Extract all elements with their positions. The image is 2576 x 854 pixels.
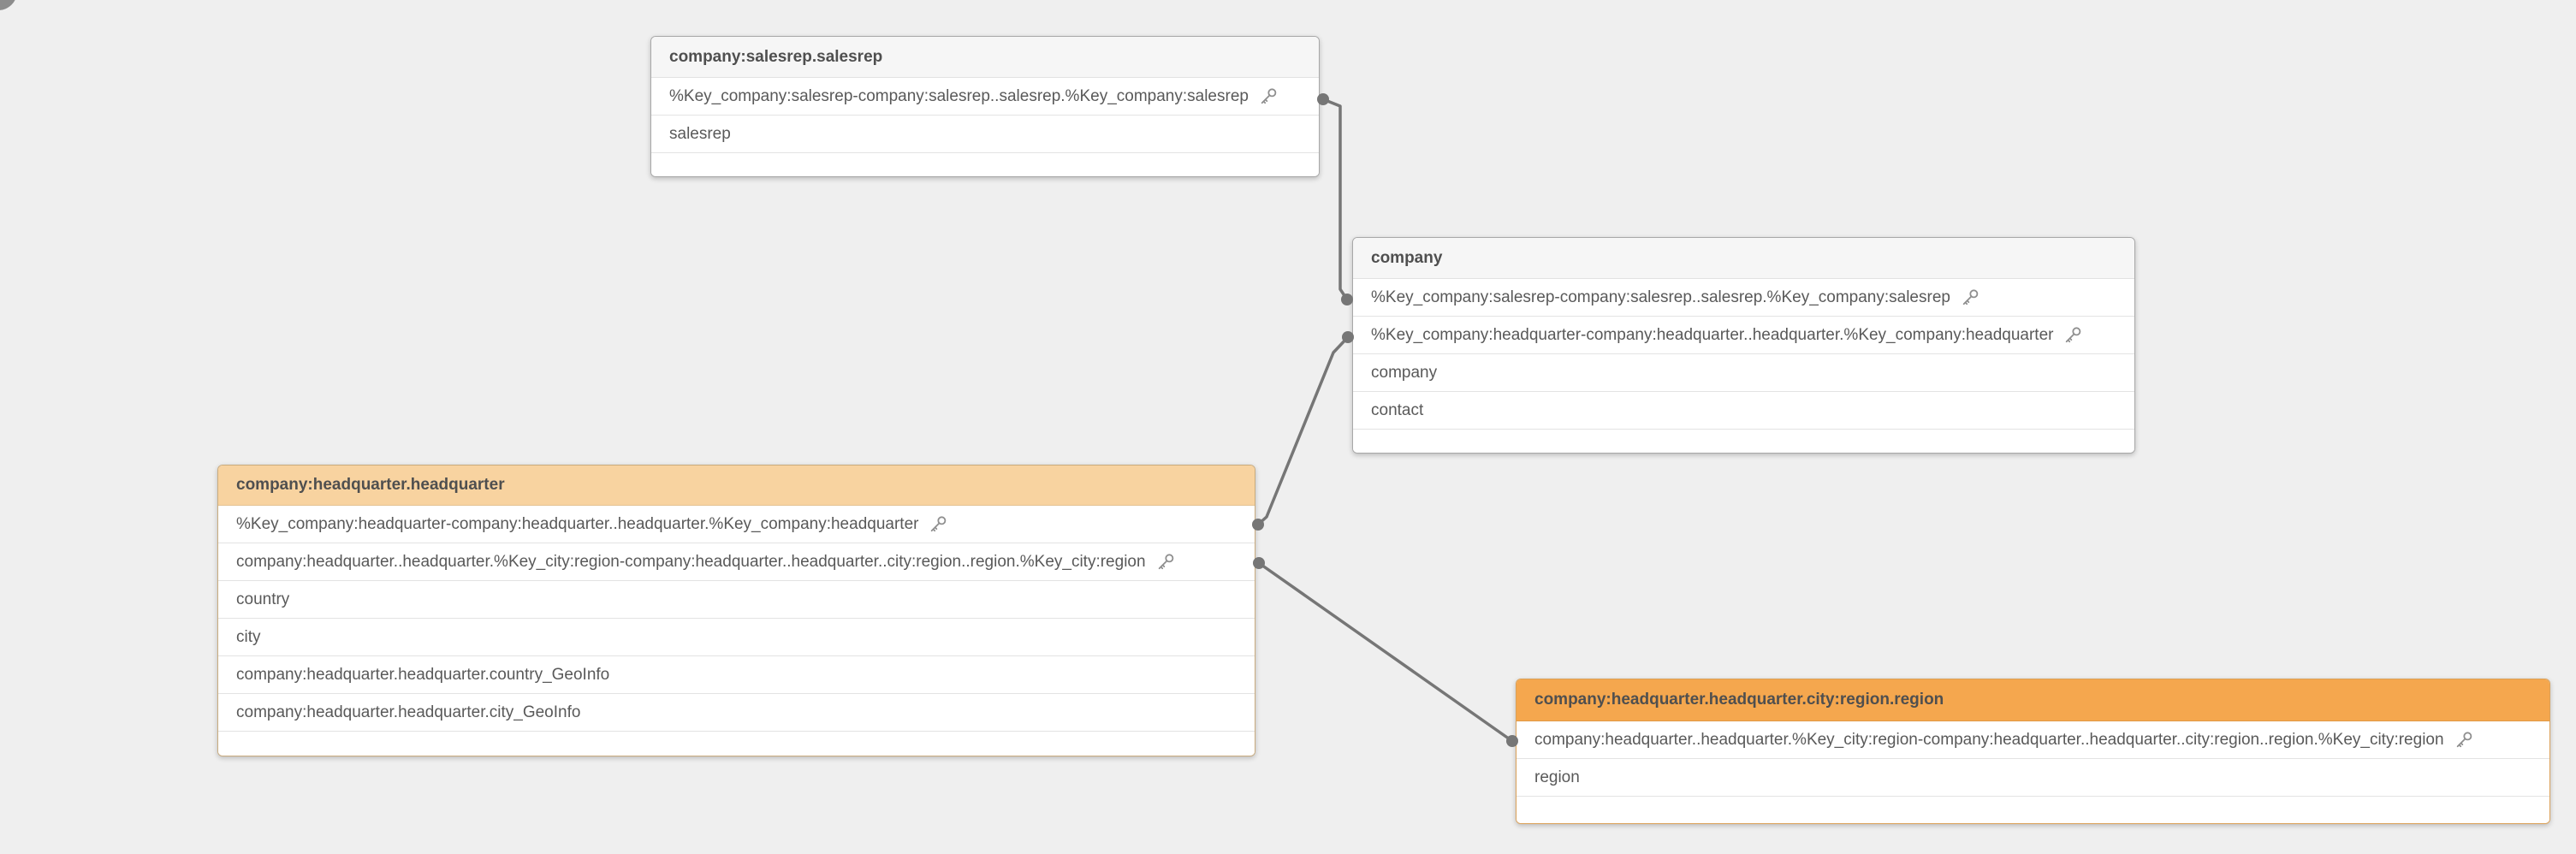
table-region[interactable]: company:headquarter.headquarter.city:reg… <box>1516 679 2550 824</box>
key-field-name: %Key_company:headquarter-company:headqua… <box>1371 325 2054 344</box>
field-name: contact <box>1371 400 1424 419</box>
field-name: city <box>236 627 261 646</box>
table-title: company:headquarter.headquarter <box>236 476 505 494</box>
table-title: company:headquarter.headquarter.city:reg… <box>1534 691 1944 709</box>
field-row[interactable]: company:headquarter..headquarter.%Key_ci… <box>218 543 1255 581</box>
table-salesrep[interactable]: company:salesrep.salesrep %Key_company:sa… <box>650 36 1320 177</box>
field-row[interactable]: %Key_company:headquarter-company:headqua… <box>1353 317 2134 354</box>
field-row[interactable]: company:headquarter.headquarter.city_Geo… <box>218 694 1255 732</box>
field-row[interactable]: region <box>1517 759 2549 797</box>
table-title: company:salesrep.salesrep <box>669 47 883 66</box>
field-row[interactable]: company <box>1353 354 2134 392</box>
key-icon <box>931 515 947 531</box>
table-footer-blank <box>1517 797 2549 823</box>
table-headquarter[interactable]: company:headquarter.headquarter %Key_comp… <box>217 465 1255 756</box>
table-footer-blank <box>218 732 1255 756</box>
table-footer-blank <box>1353 430 2134 453</box>
key-icon <box>1261 87 1277 104</box>
key-field-name: %Key_company:headquarter-company:headqua… <box>236 514 919 533</box>
connection-line[interactable] <box>1257 561 1514 743</box>
table-title: company <box>1371 248 1443 267</box>
key-field-name: %Key_company:salesrep-company:salesrep..… <box>1371 288 1950 306</box>
field-row[interactable]: salesrep <box>651 116 1319 153</box>
field-name: salesrep <box>669 124 731 143</box>
field-name: region <box>1534 768 1580 786</box>
field-row[interactable]: company:headquarter..headquarter.%Key_ci… <box>1517 721 2549 759</box>
field-row[interactable]: contact <box>1353 392 2134 430</box>
key-icon <box>2066 326 2081 342</box>
field-name: company:headquarter.headquarter.country_… <box>236 665 610 684</box>
field-row[interactable]: city <box>218 619 1255 656</box>
key-field-name: company:headquarter..headquarter.%Key_ci… <box>1534 730 2444 749</box>
table-header-company[interactable]: company <box>1353 238 2134 279</box>
table-header-salesrep[interactable]: company:salesrep.salesrep <box>651 37 1319 78</box>
table-header-region[interactable]: company:headquarter.headquarter.city:reg… <box>1517 679 2549 721</box>
field-row[interactable]: %Key_company:headquarter-company:headqua… <box>218 506 1255 543</box>
field-name: country <box>236 590 290 608</box>
field-name: company:headquarter.headquarter.city_Geo… <box>236 703 581 721</box>
key-icon <box>2456 731 2472 747</box>
table-company[interactable]: company %Key_company:salesrep-company:sal… <box>1352 237 2135 454</box>
field-name: company <box>1371 363 1438 382</box>
table-header-headquarter[interactable]: company:headquarter.headquarter <box>218 466 1255 506</box>
key-icon <box>1962 288 1979 305</box>
field-row[interactable]: %Key_company:salesrep-company:salesrep..… <box>1353 279 2134 317</box>
key-field-name: %Key_company:salesrep-company:salesrep..… <box>669 86 1249 105</box>
field-row[interactable]: company:headquarter.headquarter.country_… <box>218 656 1255 694</box>
connection-line[interactable] <box>1321 98 1349 301</box>
corner-partial-circle <box>0 0 15 10</box>
field-row[interactable]: %Key_company:salesrep-company:salesrep..… <box>651 78 1319 116</box>
key-field-name: company:headquarter..headquarter.%Key_ci… <box>236 552 1146 571</box>
table-footer-blank <box>651 153 1319 176</box>
connection-line[interactable] <box>1256 335 1350 526</box>
connection-endpoint-dot <box>1341 294 1353 305</box>
key-icon <box>1158 553 1173 569</box>
field-row[interactable]: country <box>218 581 1255 619</box>
